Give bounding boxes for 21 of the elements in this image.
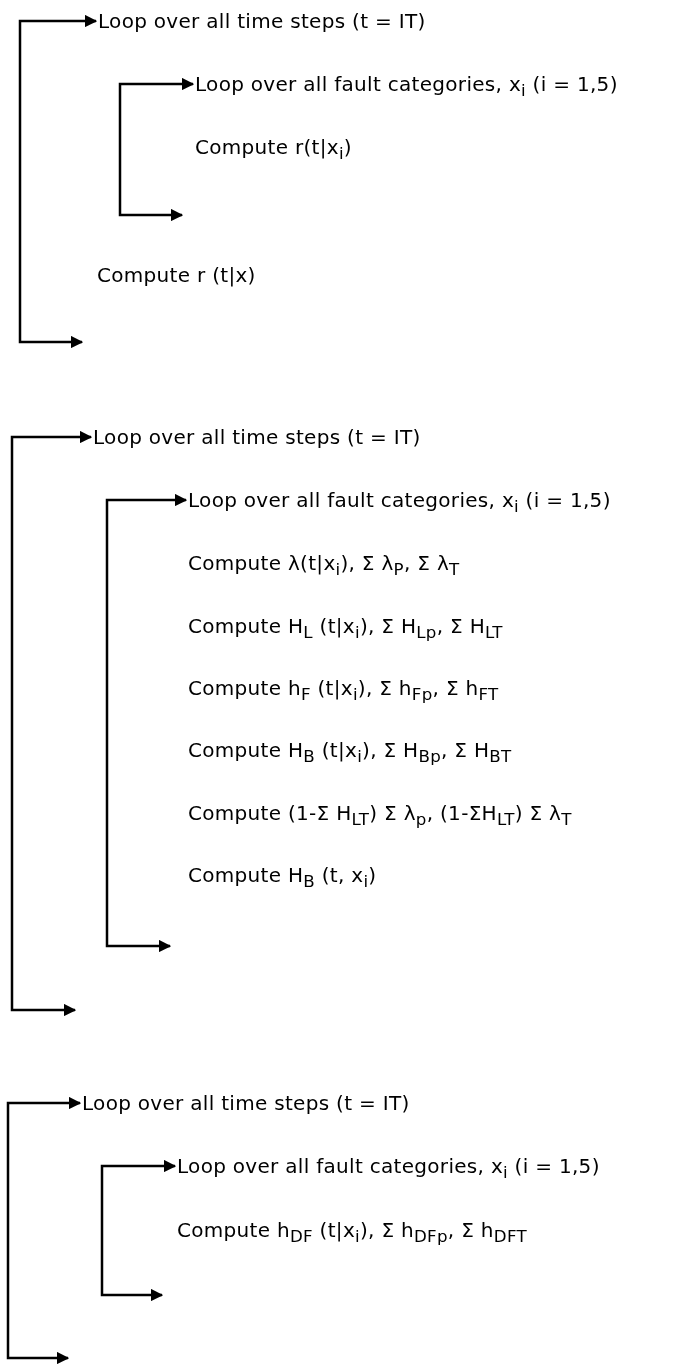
statement-text: Compute h$_{F}$ (t|x$_{i}$), Σ h$_{Fp}$, Σ h$_{FT}$ xyxy=(188,675,499,701)
statement-text: Loop over all time steps (t = IT) xyxy=(93,424,421,450)
loop-bracket-arrow xyxy=(118,77,195,222)
loop-bracket-arrow xyxy=(18,14,98,349)
statement-text: Compute r (t|x) xyxy=(97,262,256,288)
statement-text: Compute H$_{B}$ (t|x$_{i}$), Σ H$_{Bp}$, Σ H$_{BT}$ xyxy=(188,737,512,763)
statement-text: Compute λ(t|x$_{i}$), Σ λ$_{P}$, Σ λ$_{T}$ xyxy=(188,550,460,576)
statement-text: Compute h$_{DF}$ (t|x$_{i}$), Σ h$_{DFp}$, Σ h$_{DFT}$ xyxy=(177,1217,527,1243)
statement-text: Loop over all fault categories, x$_{i}$ (i = 1,5) xyxy=(188,487,611,513)
loop-bracket-arrow xyxy=(6,1096,82,1365)
loop-bracket-arrow xyxy=(105,493,188,953)
loop-bracket-arrow xyxy=(100,1159,177,1302)
statement-text: Compute (1-Σ H$_{LT}$) Σ λ$_{p}$, (1-ΣH$_{LT}$) Σ λ$_{T}$ xyxy=(188,800,572,826)
statement-text: Loop over all fault categories, x$_{i}$ (i = 1,5) xyxy=(195,71,618,97)
statement-text: Compute r(t|x$_{i}$) xyxy=(195,134,352,160)
statement-text: Compute H$_{L}$ (t|x$_{i}$), Σ H$_{Lp}$, Σ H$_{LT}$ xyxy=(188,613,503,639)
loop-bracket-arrow xyxy=(10,430,93,1017)
statement-text: Loop over all time steps (t = IT) xyxy=(98,8,426,34)
statement-text: Compute H$_{B}$ (t, x$_{i}$) xyxy=(188,862,377,888)
statement-text: Loop over all time steps (t = IT) xyxy=(82,1090,410,1116)
statement-text: Loop over all fault categories, x$_{i}$ (i = 1,5) xyxy=(177,1153,600,1179)
